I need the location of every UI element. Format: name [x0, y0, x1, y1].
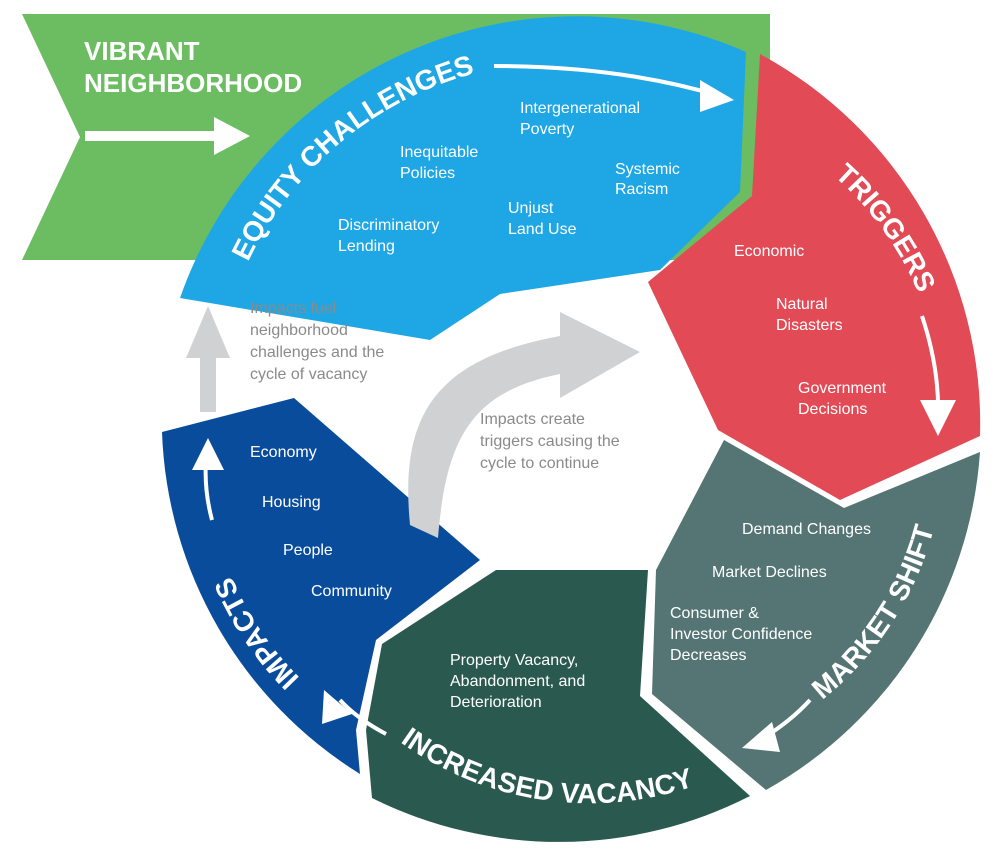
- impacts-item: Community: [311, 583, 392, 600]
- equity-item: Intergenerational: [520, 100, 640, 117]
- equity-item: Inequitable: [400, 144, 478, 161]
- impacts-flow-arrowhead-icon: [192, 438, 224, 470]
- center-cycle-arrow-icon: [408, 312, 640, 538]
- fuel-connector-arrow-icon: [186, 306, 230, 412]
- vibrant-arrow-icon: [85, 117, 250, 155]
- center-note-line: cycle to continue: [480, 455, 599, 472]
- triggers-item: Disasters: [776, 317, 843, 334]
- equity-item: Lending: [338, 238, 395, 255]
- fuel-note-line: neighborhood: [250, 322, 348, 339]
- vibrant-title-line1: VIBRANT: [84, 36, 200, 66]
- impacts-item: Economy: [250, 444, 317, 461]
- increased-vacancy-segment: [366, 570, 750, 842]
- center-note-line: Impacts create: [480, 411, 585, 428]
- equity-item: Discriminatory: [338, 217, 439, 234]
- impacts-item: Housing: [262, 494, 321, 511]
- market-shift-segment: [652, 440, 980, 790]
- market-item: Decreases: [670, 647, 746, 664]
- triggers-item: Government: [798, 380, 887, 397]
- vacancy-item: Deterioration: [450, 694, 542, 711]
- market-item: Consumer &: [670, 605, 759, 622]
- market-item: Investor Confidence: [670, 626, 812, 643]
- equity-item: Unjust: [508, 200, 554, 217]
- market-flow-arrowhead-icon: [742, 722, 780, 752]
- equity-item: Land Use: [508, 221, 577, 238]
- fuel-note-line: Impacts fuel: [250, 300, 336, 317]
- market-item: Demand Changes: [742, 521, 871, 538]
- equity-item: Systemic: [615, 161, 680, 178]
- triggers-item: Economic: [734, 243, 804, 260]
- vacancy-flow-arrowhead-icon: [322, 690, 352, 724]
- market-item: Market Declines: [712, 564, 827, 581]
- triggers-item: Decisions: [798, 401, 867, 418]
- vacancy-item: Abandonment, and: [450, 673, 585, 690]
- equity-flow-arrowhead-icon: [700, 80, 734, 112]
- triggers-item: Natural: [776, 296, 828, 313]
- vacancy-item: Property Vacancy,: [450, 652, 578, 669]
- impacts-segment: [162, 398, 480, 774]
- equity-challenges-segment: [180, 16, 746, 340]
- impacts-item: People: [283, 542, 333, 559]
- triggers-segment: [648, 54, 981, 500]
- equity-item: Racism: [615, 181, 668, 198]
- equity-item: Policies: [400, 165, 455, 182]
- fuel-note-line: challenges and the: [250, 344, 384, 361]
- fuel-note-line: cycle of vacancy: [250, 366, 367, 383]
- equity-item: Poverty: [520, 121, 574, 138]
- center-note-line: triggers causing the: [480, 433, 620, 450]
- triggers-flow-arrowhead-icon: [920, 400, 956, 436]
- vibrant-title-line2: NEIGHBORHOOD: [84, 68, 302, 98]
- equity-flow-arrow-icon: [493, 64, 721, 98]
- vacancy-flow-arrow-icon: [338, 698, 387, 736]
